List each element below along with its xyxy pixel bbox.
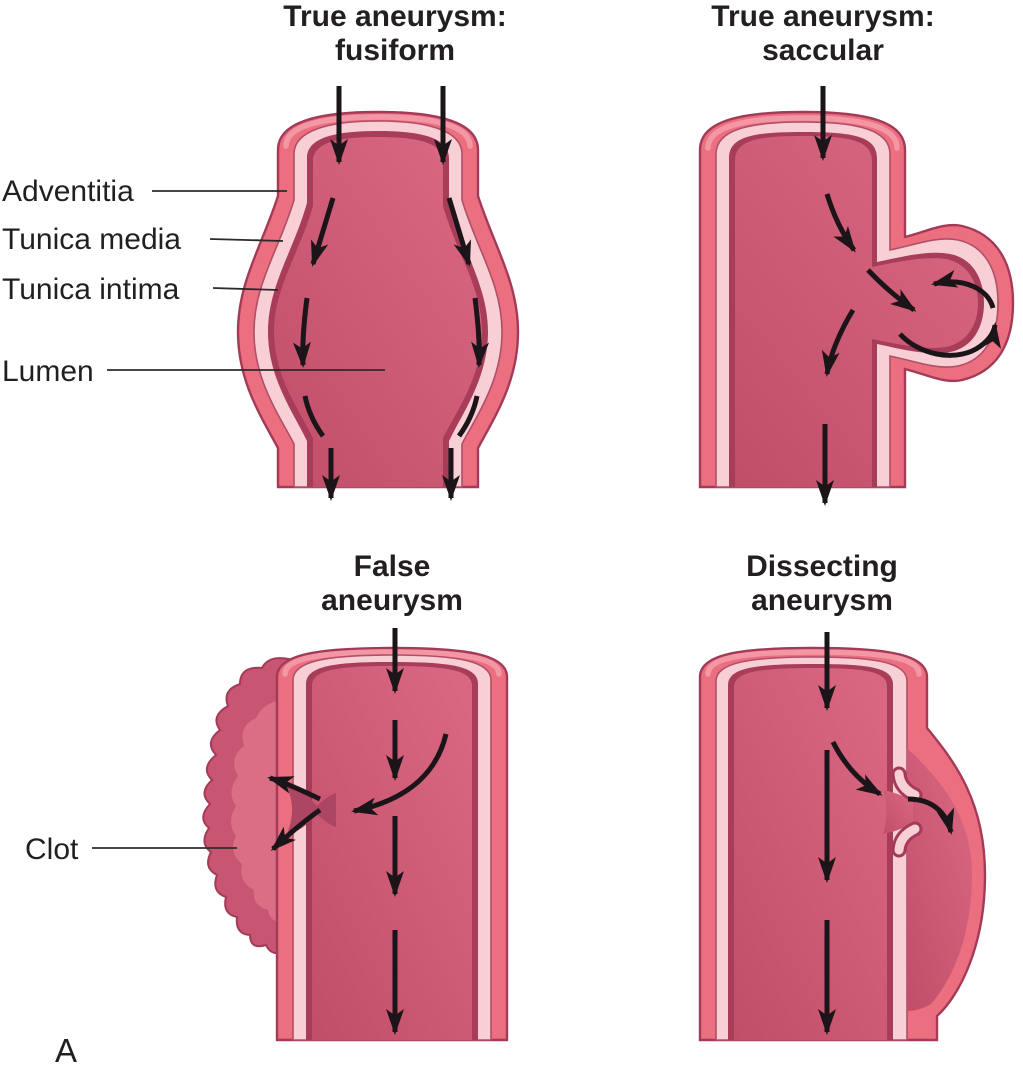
flow-arrow-clot-up bbox=[267, 775, 322, 802]
flow-arrow-into-sac-1 bbox=[824, 193, 857, 253]
panel-title-line1: True aneurysm: bbox=[711, 0, 934, 33]
label-clot: Clot bbox=[25, 833, 79, 866]
panel-title-line1: False bbox=[354, 550, 431, 583]
flow-dash-left-3 bbox=[302, 395, 326, 438]
leader-tunica-intima bbox=[212, 287, 279, 291]
flow-arrow-into-sac-2 bbox=[866, 268, 917, 313]
wall-breach bbox=[286, 784, 336, 836]
panel-title-line2: fusiform bbox=[335, 34, 455, 67]
panel-true-fusiform: True aneurysm: fusiform Adventitia Tunic… bbox=[2, 0, 520, 501]
dissection-channel bbox=[907, 748, 972, 1011]
panel-dissecting: Dissecting aneurysm bbox=[698, 550, 987, 1042]
flow-arrow-dash-left-1 bbox=[310, 197, 336, 267]
leader-tunica-media bbox=[209, 238, 284, 242]
flow-arrow-dash-left-2 bbox=[292, 297, 311, 368]
vessel-lumen bbox=[735, 136, 978, 487]
flow-arrow-into-channel bbox=[907, 796, 955, 835]
tear-flap-upper bbox=[894, 769, 920, 800]
vessel-rim-highlight bbox=[282, 649, 502, 677]
vessel-rim-highlight bbox=[283, 114, 473, 149]
flow-arrow-swirl-back bbox=[931, 270, 996, 309]
vessel-rim-highlight bbox=[705, 649, 922, 677]
vessel-lumen bbox=[312, 666, 472, 1040]
vessel-lumen bbox=[734, 668, 887, 1040]
flow-arrow-clot-down bbox=[270, 807, 322, 852]
tear-flap-lower bbox=[894, 824, 920, 855]
vessel-rim-highlight bbox=[705, 115, 900, 151]
panel-true-saccular: True aneurysm: saccular bbox=[698, 0, 1015, 506]
panel-title-line2: aneurysm bbox=[751, 584, 893, 617]
layer-labels: Adventitia Tunica media Tunica intima Lu… bbox=[2, 175, 385, 388]
panel-false-aneurysm: False aneurysm Clot bbox=[25, 550, 509, 1042]
flow-arrow-swirl-up bbox=[898, 322, 1002, 358]
flow-arrow-to-breach bbox=[351, 733, 449, 816]
flow-dash-right-3 bbox=[456, 395, 480, 438]
label-lumen: Lumen bbox=[2, 355, 94, 388]
figure-panel-letter: A bbox=[55, 1032, 77, 1069]
panel-title-line2: saccular bbox=[762, 34, 884, 67]
flow-arrow-dash-right-1 bbox=[446, 197, 472, 267]
label-tunica-media: Tunica media bbox=[2, 223, 181, 256]
flow-arrow-bypass bbox=[821, 308, 856, 377]
panel-title-line1: Dissecting bbox=[746, 550, 898, 583]
panel-title-line2: aneurysm bbox=[321, 584, 463, 617]
panel-title-line1: True aneurysm: bbox=[283, 0, 506, 33]
flow-arrow-dash-right-2 bbox=[471, 297, 490, 368]
label-tunica-intima: Tunica intima bbox=[2, 273, 180, 306]
flow-arrow-to-tear bbox=[830, 740, 883, 797]
intimal-tear bbox=[883, 790, 913, 834]
label-adventitia: Adventitia bbox=[2, 175, 134, 208]
